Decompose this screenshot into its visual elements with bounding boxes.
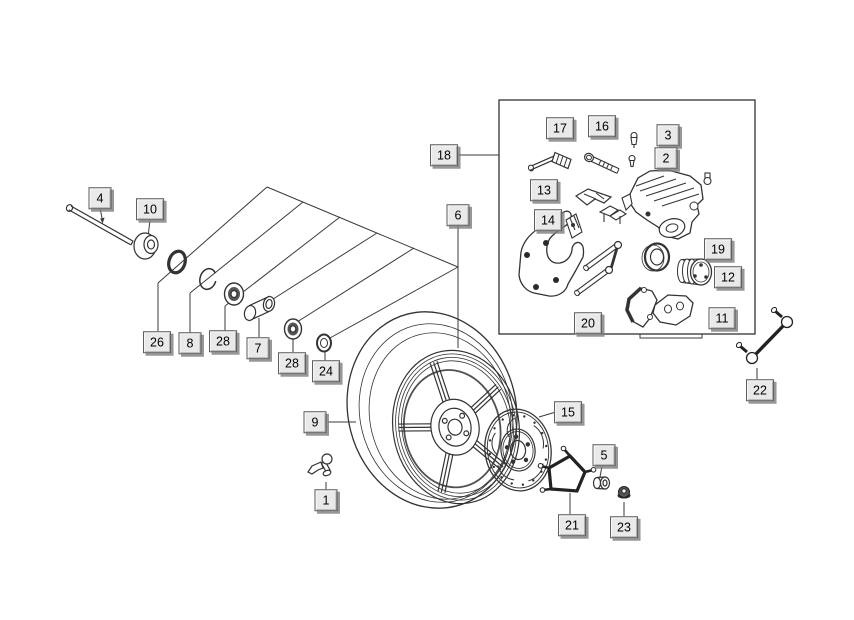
part-label-23[interactable]: 23 — [610, 516, 638, 538]
disc-rivet-holes — [488, 414, 548, 486]
part-label-6[interactable]: 6 — [446, 204, 470, 226]
part-label-15[interactable]: 15 — [554, 401, 582, 423]
o-ring — [167, 249, 187, 275]
part-label-9[interactable]: 9 — [303, 411, 327, 433]
part-label-5[interactable]: 5 — [592, 444, 616, 466]
part-label-21[interactable]: 21 — [558, 514, 586, 536]
part-label-19[interactable]: 19 — [704, 238, 732, 260]
arrowhead — [100, 217, 105, 224]
pivot-bushing — [592, 476, 611, 490]
flange-nut — [617, 486, 631, 499]
spokes — [398, 361, 506, 494]
brake-pads — [625, 286, 694, 328]
pad-spring — [574, 188, 613, 206]
tire-valve — [307, 453, 333, 477]
hub — [430, 398, 480, 456]
disc-bolt-holes — [504, 434, 531, 464]
torque-rod — [735, 306, 794, 365]
part-label-1[interactable]: 1 — [314, 489, 338, 511]
pad-retainer — [598, 205, 628, 224]
disc-bracket — [537, 445, 597, 493]
part-label-8[interactable]: 8 — [178, 332, 202, 354]
leader-lines — [99, 134, 758, 516]
part-label-11[interactable]: 11 — [708, 307, 736, 329]
bracket-pin-boot — [565, 213, 583, 239]
caliper-mount-bracket — [518, 210, 585, 297]
part-label-20[interactable]: 20 — [574, 312, 602, 334]
axle-shaft — [65, 204, 134, 246]
part-label-2[interactable]: 2 — [654, 147, 678, 169]
caliper-body — [621, 169, 704, 240]
part-label-12[interactable]: 12 — [714, 266, 742, 288]
caliper-inset — [498, 99, 756, 335]
slide-pins — [574, 240, 623, 297]
snap-ring — [199, 267, 217, 291]
hub-spacer — [243, 295, 276, 322]
part-label-24[interactable]: 24 — [312, 360, 340, 382]
part-label-17[interactable]: 17 — [546, 117, 574, 139]
part-label-28[interactable]: 28 — [209, 330, 237, 352]
dust-seal — [316, 333, 332, 353]
part-label-22[interactable]: 22 — [746, 379, 774, 401]
part-label-7[interactable]: 7 — [246, 337, 270, 359]
caliper-plug — [703, 172, 712, 186]
axle-parts — [65, 204, 332, 353]
part-label-14[interactable]: 14 — [534, 209, 562, 231]
mounting-bolt — [583, 152, 620, 174]
guide-pin-with-boot — [527, 151, 572, 172]
wheel-bearing-right — [283, 318, 303, 340]
part-label-10[interactable]: 10 — [136, 198, 164, 220]
part-label-13[interactable]: 13 — [530, 179, 558, 201]
wheel — [346, 311, 521, 509]
part-label-4[interactable]: 4 — [88, 187, 112, 209]
caliper-piston — [677, 258, 713, 286]
piston-seal — [641, 242, 671, 272]
part-label-26[interactable]: 26 — [143, 331, 171, 353]
part-label-3[interactable]: 3 — [656, 124, 680, 146]
wheel-bearing-left — [223, 282, 245, 306]
part-label-16[interactable]: 16 — [588, 115, 616, 137]
rim — [391, 349, 521, 505]
bleed-valve-cap — [628, 154, 636, 168]
part-label-28[interactable]: 28 — [278, 352, 306, 374]
axle-nut — [133, 232, 159, 260]
bleed-valve — [630, 131, 638, 148]
part-label-18[interactable]: 18 — [430, 144, 458, 166]
